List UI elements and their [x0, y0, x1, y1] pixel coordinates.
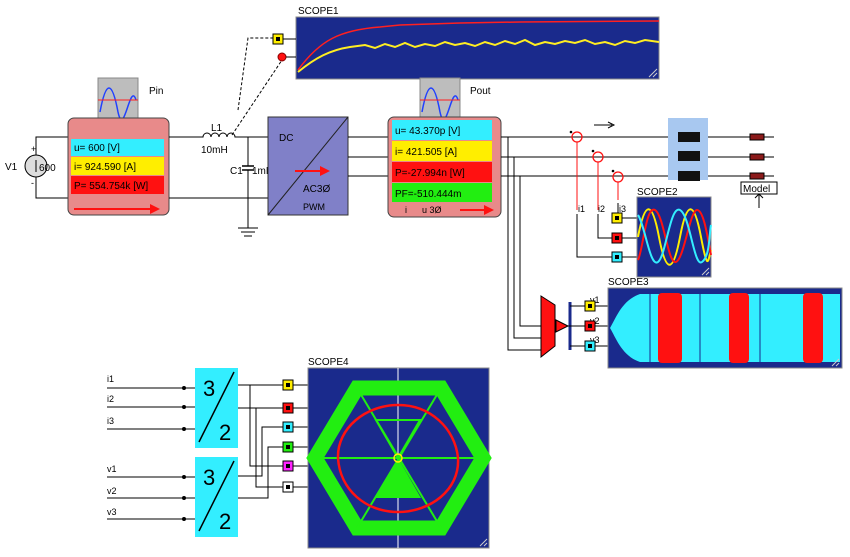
meter-out-foot-i: i — [405, 205, 407, 215]
meter-out-foot-u: u 3Ø — [422, 205, 442, 215]
scope2[interactable] — [636, 196, 712, 278]
scope4-terminal-2[interactable] — [282, 402, 294, 414]
current-probe-i1[interactable] — [571, 131, 583, 210]
current-probe-i3[interactable] — [612, 171, 624, 200]
in-label-v1: v1 — [107, 464, 117, 474]
scope4[interactable] — [306, 367, 492, 549]
scope3-terminal-1[interactable] — [584, 300, 596, 312]
meter-out-power: P=-27.994n [W] — [395, 168, 465, 179]
scope3[interactable] — [607, 287, 843, 369]
source-value: 600 — [39, 163, 56, 174]
voltage-sensor[interactable] — [540, 295, 572, 359]
scope3-terminal-3[interactable] — [584, 340, 596, 352]
source-minus: - — [31, 178, 34, 188]
transform-2-top: 3 — [203, 465, 215, 490]
scope2-title: SCOPE2 — [637, 187, 678, 198]
model-label: Model — [743, 184, 770, 195]
meter-out-label: Pout — [470, 86, 491, 97]
meter-in-voltage: u= 600 [V] — [74, 143, 120, 154]
scope2-terminal-2[interactable] — [611, 232, 623, 244]
scope4-terminal-6[interactable] — [282, 481, 294, 493]
inverter-pwm: PWM — [303, 202, 325, 212]
meter-in-label: Pin — [149, 86, 163, 97]
meter-in-power: P= 554.754k [W] — [74, 181, 148, 192]
transform-1-bottom: 2 — [219, 420, 231, 445]
scope2-terminal-3[interactable] — [611, 251, 623, 263]
v-label-1: v1 — [590, 295, 600, 305]
inductor-value: 10mH — [201, 145, 228, 156]
inductor-name: L1 — [211, 123, 223, 134]
in-label-v2: v2 — [107, 486, 117, 496]
inverter-block[interactable] — [267, 116, 349, 216]
resistor-2[interactable] — [749, 153, 765, 161]
scope1-title: SCOPE1 — [298, 6, 339, 17]
inverter-dc: DC — [279, 133, 293, 144]
probe-label-i1: i1 — [578, 204, 585, 214]
meter-out-current: i= 421.505 [A] — [395, 147, 457, 158]
load-block[interactable] — [668, 118, 708, 181]
current-probe-i2[interactable] — [592, 151, 604, 210]
in-label-i2: i2 — [107, 394, 114, 404]
transform-32-voltages[interactable] — [195, 457, 238, 537]
scope1[interactable] — [295, 16, 660, 80]
in-label-i1: i1 — [107, 374, 114, 384]
meter-pout[interactable] — [387, 77, 502, 218]
source-name: V1 — [5, 162, 18, 173]
meter-in-current: i= 924.590 [A] — [74, 162, 136, 173]
scope1-input-terminal[interactable] — [272, 33, 284, 45]
scope1-probe-dot — [277, 52, 287, 62]
in-label-v3: v3 — [107, 507, 117, 517]
meter-out-voltage: u= 43.370p [V] — [395, 126, 461, 137]
v-label-3: v3 — [590, 335, 600, 345]
inverter-ac: AC3Ø — [303, 184, 330, 195]
scope4-terminal-1[interactable] — [282, 379, 294, 391]
in-label-i3: i3 — [107, 416, 114, 426]
scope3-title: SCOPE3 — [608, 277, 649, 288]
scope4-terminal-5[interactable] — [282, 460, 294, 472]
meter-pin[interactable] — [67, 77, 170, 216]
capacitor-name: C1 — [230, 166, 243, 177]
capacitor-value: 1mF — [252, 166, 272, 177]
meter-out-pf: PF=-510.444m — [395, 189, 461, 200]
probe-label-i3: i3 — [619, 204, 626, 214]
scope4-terminal-4[interactable] — [282, 441, 294, 453]
probe-label-i2: i2 — [598, 204, 605, 214]
resistor-3[interactable] — [749, 172, 765, 180]
scope4-terminal-3[interactable] — [282, 421, 294, 433]
transform-1-top: 3 — [203, 376, 215, 401]
model-button[interactable]: Model — [740, 181, 778, 195]
inductor-l1[interactable] — [198, 132, 268, 138]
scope2-terminal-1[interactable] — [611, 212, 623, 224]
capacitor-c1[interactable] — [238, 137, 258, 237]
resistor-1[interactable] — [749, 133, 765, 141]
transform-2-bottom: 2 — [219, 509, 231, 534]
transform-32-currents[interactable] — [195, 368, 238, 448]
scope4-title: SCOPE4 — [308, 357, 349, 368]
scope3-terminal-2[interactable] — [584, 320, 596, 332]
source-plus: + — [31, 144, 36, 154]
